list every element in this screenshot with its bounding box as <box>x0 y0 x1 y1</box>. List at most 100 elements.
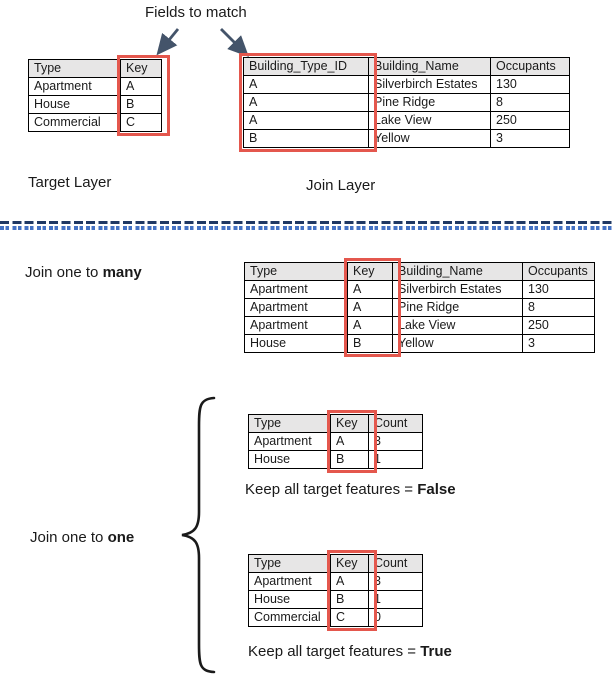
table-cell: 3 <box>368 572 423 591</box>
table-cell: Commercial <box>28 113 121 132</box>
table-cell: A <box>120 77 162 96</box>
table-cell: House <box>248 590 331 609</box>
table-cell: Lake View <box>392 316 523 335</box>
label-text: Join one to <box>30 529 108 546</box>
table-cell: Yellow <box>368 129 491 148</box>
column-header: Building_Name <box>392 262 523 281</box>
arrow-down-left-icon <box>156 28 180 56</box>
table-cell: 3 <box>490 129 570 148</box>
target-layer-label: Target Layer <box>28 174 112 191</box>
table-cell: A <box>243 93 369 112</box>
column-header: Type <box>248 554 331 573</box>
table-cell: Pine Ridge <box>392 298 523 317</box>
caption-bold-text: False <box>417 481 456 498</box>
table-cell: 8 <box>490 93 570 112</box>
left-curly-brace <box>181 396 216 674</box>
column-header: Key <box>330 414 369 433</box>
table-cell: Silverbirch Estates <box>368 75 491 94</box>
table-cell: A <box>347 298 393 317</box>
table-cell: 1 <box>368 590 423 609</box>
join-one-to-many-label: Join one to many <box>25 264 142 282</box>
table-cell: C <box>330 608 369 627</box>
table-cell: B <box>330 590 369 609</box>
table-cell: Silverbirch Estates <box>392 280 523 299</box>
table-cell: Apartment <box>244 280 348 299</box>
table-cell: Pine Ridge <box>368 93 491 112</box>
column-header: Count <box>368 414 423 433</box>
column-header: Type <box>28 59 121 78</box>
table-cell: Apartment <box>248 432 331 451</box>
arrow-down-right-icon <box>220 28 249 57</box>
column-header: Occupants <box>490 57 570 76</box>
caption-text: Keep all target features = <box>248 643 421 660</box>
table-cell: B <box>120 95 162 114</box>
label-bold-text: many <box>102 264 142 281</box>
table-cell: 1 <box>368 450 423 469</box>
table-cell: Apartment <box>28 77 121 96</box>
fields-to-match-label: Fields to match <box>145 4 247 21</box>
column-header: Key <box>120 59 162 78</box>
table-cell: House <box>244 334 348 353</box>
table-cell: A <box>347 316 393 335</box>
table-cell: Apartment <box>244 316 348 335</box>
table-cell: Lake View <box>368 111 491 130</box>
caption-text: Keep all target features = <box>245 481 418 498</box>
column-header: Type <box>248 414 331 433</box>
table-cell: A <box>243 75 369 94</box>
label-bold-text: one <box>107 529 135 546</box>
column-header: Type <box>244 262 348 281</box>
caption-bold-text: True <box>420 643 452 660</box>
table-cell: Apartment <box>244 298 348 317</box>
table-cell: 130 <box>490 75 570 94</box>
column-header: Occupants <box>522 262 595 281</box>
table-cell: B <box>243 129 369 148</box>
table-cell: Yellow <box>392 334 523 353</box>
table-cell: C <box>120 113 162 132</box>
table-cell: 8 <box>522 298 595 317</box>
table-cell: 3 <box>522 334 595 353</box>
column-header: Building_Type_ID <box>243 57 369 76</box>
table-cell: A <box>347 280 393 299</box>
fields-arrows <box>156 28 249 57</box>
join-one-to-one-label: Join one to one <box>30 529 134 547</box>
table-cell: Commercial <box>248 608 331 627</box>
table-cell: Apartment <box>248 572 331 591</box>
column-header: Key <box>347 262 393 281</box>
column-header: Key <box>330 554 369 573</box>
table-cell: 0 <box>368 608 423 627</box>
keep-false-caption: Keep all target features = False <box>245 481 456 499</box>
column-header: Building_Name <box>368 57 491 76</box>
table-cell: 250 <box>490 111 570 130</box>
table-cell: B <box>330 450 369 469</box>
table-cell: A <box>243 111 369 130</box>
table-cell: House <box>248 450 331 469</box>
table-cell: 130 <box>522 280 595 299</box>
keep-true-caption: Keep all target features = True <box>248 643 452 661</box>
table-cell: House <box>28 95 121 114</box>
